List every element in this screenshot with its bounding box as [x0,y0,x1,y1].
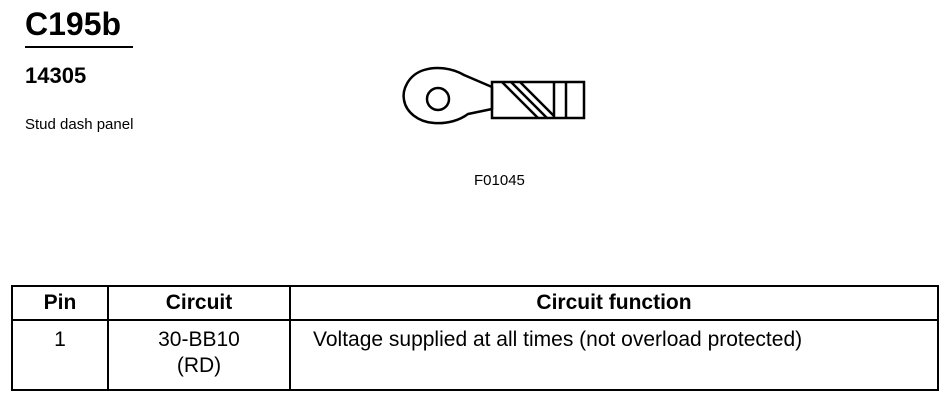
title-underline [25,46,133,48]
wire-color: (RD) [176,354,222,377]
header-circuit: Circuit [107,285,291,321]
header-circuit-function: Circuit function [289,285,939,321]
figure-code: F01045 [474,172,525,189]
table-row: 1 30-BB10 (RD) Voltage supplied at all t… [11,319,939,391]
circuit-cell: 30-BB10 (RD) [107,319,291,391]
table-header-row: Pin Circuit Circuit function [11,285,939,321]
ring-terminal-icon [400,62,590,137]
part-number: 14305 [25,63,87,88]
connector-location: Stud dash panel [25,116,134,133]
pin-table: Pin Circuit Circuit function 1 30-BB10 (… [11,285,939,391]
pin-cell: 1 [11,319,109,391]
connector-id: C195b [25,6,122,42]
circuit-function-cell: Voltage supplied at all times (not overl… [289,319,939,391]
circuit-number: 30-BB10 [158,328,240,351]
header-pin: Pin [11,285,109,321]
